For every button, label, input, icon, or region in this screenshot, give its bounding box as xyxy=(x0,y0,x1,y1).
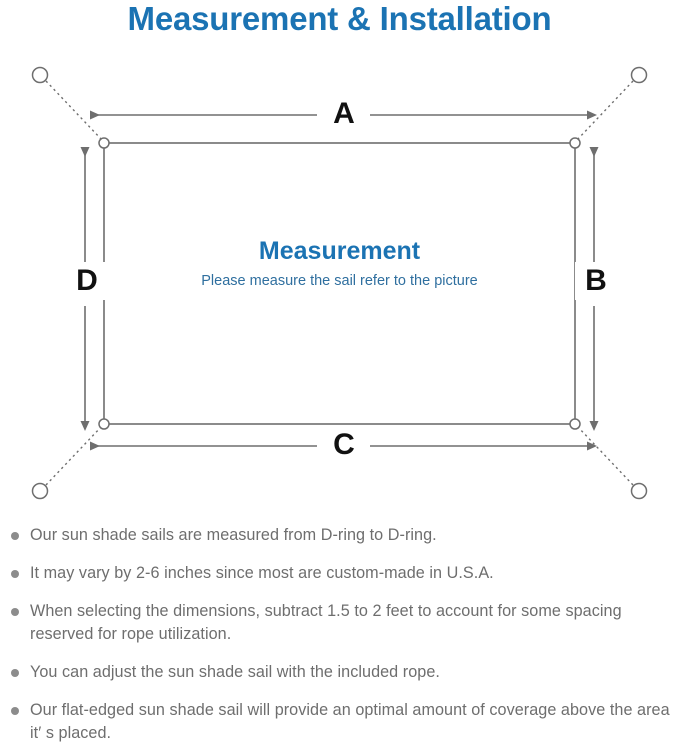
list-item: Our sun shade sails are measured from D-… xyxy=(0,524,679,547)
note-text: It may vary by 2-6 inches since most are… xyxy=(30,564,494,582)
notes-list: Our sun shade sails are measured from D-… xyxy=(0,524,679,745)
bullet-icon xyxy=(11,532,19,540)
anchor-bottom-right-icon xyxy=(630,482,648,500)
rope-bottom-right xyxy=(576,425,634,486)
list-item: You can adjust the sun shade sail with t… xyxy=(0,661,679,684)
shade-sail-diagram xyxy=(31,66,648,500)
sail-body xyxy=(103,142,576,425)
dimension-label-a: A xyxy=(318,97,370,131)
d-ring-bottom-right-icon xyxy=(569,418,581,430)
list-item: Our flat-edged sun shade sail will provi… xyxy=(0,699,679,745)
dimension-label-b: B xyxy=(575,262,617,300)
bullet-icon xyxy=(11,707,19,715)
d-ring-bottom-left-icon xyxy=(98,418,110,430)
rope-lines xyxy=(45,80,634,486)
list-item: It may vary by 2-6 inches since most are… xyxy=(0,562,679,585)
anchor-top-right-icon xyxy=(630,66,648,84)
note-text: Our sun shade sails are measured from D-… xyxy=(30,526,437,544)
d-ring-top-right-icon xyxy=(569,137,581,149)
dimension-label-c: C xyxy=(318,428,370,462)
list-item: When selecting the dimensions, subtract … xyxy=(0,600,679,646)
page-title: Measurement & Installation xyxy=(127,0,552,37)
rope-top-right xyxy=(576,80,634,141)
anchor-bottom-left-icon xyxy=(31,482,49,500)
dimension-label-d: D xyxy=(66,262,108,300)
rope-top-left xyxy=(45,80,103,141)
bullet-icon xyxy=(11,570,19,578)
d-ring-top-left-icon xyxy=(98,137,110,149)
rope-bottom-left xyxy=(45,425,103,486)
note-text: Our flat-edged sun shade sail will provi… xyxy=(30,701,670,742)
note-text: You can adjust the sun shade sail with t… xyxy=(30,663,440,681)
bullet-icon xyxy=(11,608,19,616)
bullet-icon xyxy=(11,669,19,677)
anchor-top-left-icon xyxy=(31,66,49,84)
note-text: When selecting the dimensions, subtract … xyxy=(30,602,622,643)
anchor-points xyxy=(31,66,648,500)
d-rings xyxy=(98,137,581,430)
